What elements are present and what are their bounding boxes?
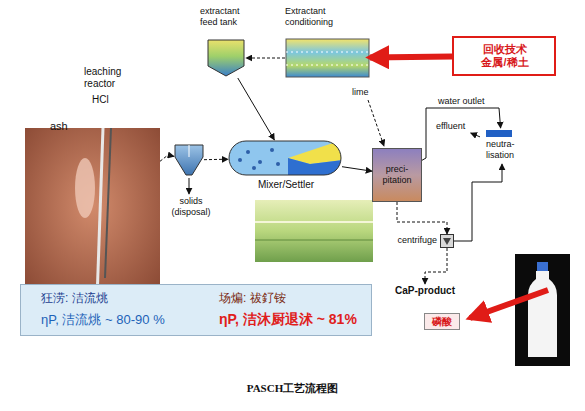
node-text: ηP, 洁沐厨退沭 ~ 81% [219, 311, 371, 328]
node-text: CaP-product [385, 285, 465, 297]
graphic-part [97, 128, 103, 300]
graphic-part [270, 148, 274, 152]
graphic-part [441, 235, 454, 248]
neutralisation-bar [486, 130, 512, 137]
graphic-part [208, 40, 244, 76]
leaching-reactor-outline [25, 128, 160, 300]
graphic-part [175, 145, 203, 175]
feed-tank: extractant feed tank [198, 6, 258, 80]
result-box: 狂涝: 洁流烑 ηP, 洁流烑 ~ 80-90 % 场煸: 祓釕铵 ηP, 洁沐厨退沭… [20, 284, 372, 336]
discharge-arrow [189, 178, 190, 194]
flow-arrow [342, 167, 372, 172]
photo-line [255, 240, 373, 241]
photo-fill [255, 200, 373, 262]
clarifier-outline [174, 144, 204, 176]
flow-arrow [454, 164, 502, 241]
graphic-part [276, 162, 280, 166]
flow-arrow [204, 159, 228, 161]
node-text: HCl [92, 94, 132, 106]
node-text: solids (disposal) [162, 196, 220, 218]
clarifier-shape [174, 144, 204, 176]
flow-arrow [238, 78, 275, 140]
graphic-part [105, 128, 111, 278]
flow-arrow [160, 155, 174, 161]
clarifier: solids (disposal) [160, 140, 222, 224]
node-text: Extractant conditioning [285, 6, 365, 28]
tank-shape [206, 38, 246, 78]
settler-photo [255, 200, 373, 262]
graphic-part [258, 160, 262, 164]
graphic-part [229, 141, 341, 175]
conditioning-tank [285, 38, 370, 78]
node-text: 回收技术 金属/稀土 [474, 43, 536, 69]
flow-arrow [246, 58, 285, 59]
callout-arrow [370, 54, 452, 61]
graphic-part [443, 238, 451, 245]
node-text: effluent [436, 121, 474, 132]
node-text: 狂涝: 洁流烑 [41, 291, 206, 305]
callout-arrow [470, 290, 548, 318]
graphic-part [286, 52, 369, 53]
conditioning-tank-outline [285, 38, 370, 78]
bottle-body [528, 271, 557, 357]
node-text: 磷酸 [425, 316, 459, 328]
callout-box: 回收技术 金属/稀土 [452, 36, 556, 76]
node-text: leaching reactor [84, 66, 139, 90]
photo-line [255, 221, 373, 223]
node-text: preci- pitation [376, 164, 418, 186]
feed-label: ash [50, 120, 68, 132]
graphic-part [189, 145, 190, 157]
centrifuge-outline [440, 234, 454, 248]
node-text: extractant feed tank [200, 6, 255, 28]
node-text: 场煸: 祓釕铵 [219, 291, 369, 305]
conditioning-tank: Extractant conditioning [280, 6, 375, 80]
graphic-part [229, 141, 341, 175]
product-label: CaP-product [385, 284, 465, 298]
node-text: centrifuge [382, 235, 437, 246]
edge-label: water outlet [438, 95, 485, 107]
graphic-part [246, 150, 250, 154]
precipitation-box: preci- pitation [372, 148, 422, 202]
graphic-part [486, 130, 512, 137]
neutralisation-outline [486, 130, 512, 137]
graphic-part [75, 158, 95, 218]
flow-arrow [422, 108, 501, 160]
graphic-part [229, 141, 341, 175]
feed-arrow [368, 100, 384, 146]
mixer-settler-outline [228, 140, 342, 176]
effluent-label: effluent [436, 120, 474, 133]
flow-arrow [425, 248, 447, 284]
centrifuge: centrifuge [382, 232, 456, 250]
figure-caption: PASCH工艺流程图 [0, 381, 585, 396]
feed-label: lime [352, 86, 369, 98]
graphic-part [238, 158, 242, 162]
bottle-cap [537, 262, 548, 271]
flow-arrow [471, 133, 480, 137]
leaching-reactor: leaching reactorHCl [22, 66, 162, 302]
mixer-settler: Mixer/Settler [226, 138, 346, 194]
product-callout: 磷酸 [424, 313, 460, 330]
centrifuge-symbol [440, 234, 454, 248]
flow-arrow [397, 202, 447, 234]
node-text: Mixer/Settler [226, 179, 346, 191]
reactor-photo [25, 128, 160, 300]
neutralisation: neutra- lisation [480, 128, 524, 164]
graphic-part [252, 166, 256, 170]
graphic-part [286, 39, 369, 77]
node-text: ηP, 洁流烑 ~ 80-90 % [41, 312, 211, 328]
node-text: neutra- lisation [486, 139, 524, 161]
graphic-part [25, 128, 160, 300]
feed-tank-outline [206, 38, 246, 78]
graphic-part [373, 149, 422, 202]
bottle-photo [515, 254, 570, 366]
photo-fill [515, 254, 570, 366]
graphic-part [286, 65, 369, 66]
mixer-settler-shape [228, 140, 342, 176]
